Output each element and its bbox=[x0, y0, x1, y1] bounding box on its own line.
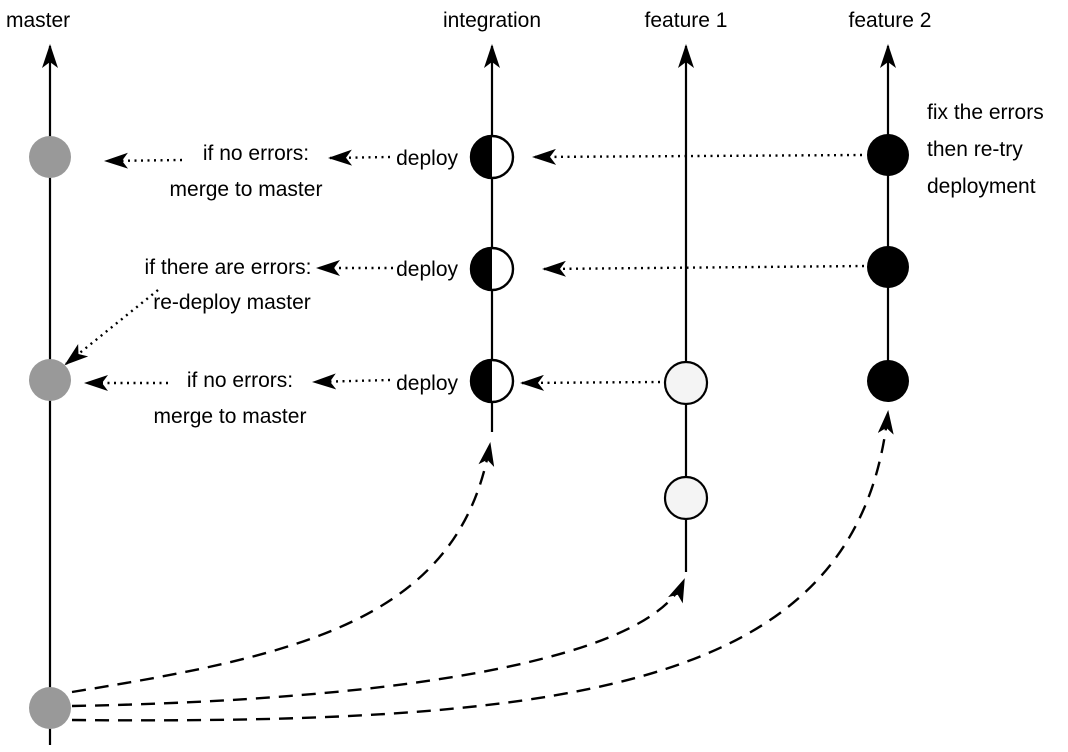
merge-arrow-row-3-a bbox=[312, 373, 391, 390]
merge-arrow-row-1-b bbox=[104, 152, 183, 169]
master-commit-top bbox=[29, 136, 71, 178]
deploy-label-1: deploy bbox=[396, 147, 458, 170]
integration-commit-2 bbox=[469, 246, 515, 292]
deploy-arrow-feature-1-row-3 bbox=[520, 374, 661, 391]
fix-line-2: then re-try bbox=[927, 138, 1023, 161]
errors-line-2: re-deploy master bbox=[153, 291, 311, 314]
feature-1-commit-upper bbox=[663, 360, 709, 406]
branch-label-integration: integration bbox=[443, 9, 541, 32]
master-commit-middle bbox=[29, 359, 71, 401]
integration-commit-1 bbox=[469, 134, 515, 180]
branch-off-curve-feature-1 bbox=[71, 578, 686, 708]
master-commit-bottom bbox=[29, 687, 71, 729]
fix-line-3: deployment bbox=[927, 175, 1036, 198]
deploy-arrow-feature-2-row-2 bbox=[542, 260, 865, 277]
integration-commit-3 bbox=[469, 358, 515, 404]
deploy-label-3: deploy bbox=[396, 372, 458, 395]
merge-bottom-line-1: if no errors: bbox=[187, 369, 293, 392]
errors-line-1: if there are errors: bbox=[145, 256, 312, 279]
feature-2-commit-bottom bbox=[867, 360, 909, 402]
deploy-arrow-feature-2-row-1 bbox=[532, 148, 863, 165]
merge-top-line-2: merge to master bbox=[170, 178, 323, 201]
feature-2-commit-middle bbox=[867, 246, 909, 288]
branch-off-curve-feature-2 bbox=[71, 410, 894, 722]
branch-label-feature-2: feature 2 bbox=[849, 9, 932, 32]
branch-label-feature-1: feature 1 bbox=[645, 9, 728, 32]
deploy-label-2: deploy bbox=[396, 258, 458, 281]
merge-top-line-1: if no errors: bbox=[203, 142, 309, 165]
branch-off-curve-integration bbox=[71, 442, 495, 694]
feature-2-commit-top bbox=[867, 134, 909, 176]
merge-arrow-row-1-a bbox=[328, 149, 391, 166]
fix-line-1: fix the errors bbox=[927, 101, 1044, 124]
merge-bottom-line-2: merge to master bbox=[154, 405, 307, 428]
feature-1-commit-lower bbox=[663, 475, 709, 521]
redeploy-arrow-diagonal bbox=[64, 289, 159, 366]
branch-label-master: master bbox=[6, 9, 70, 32]
